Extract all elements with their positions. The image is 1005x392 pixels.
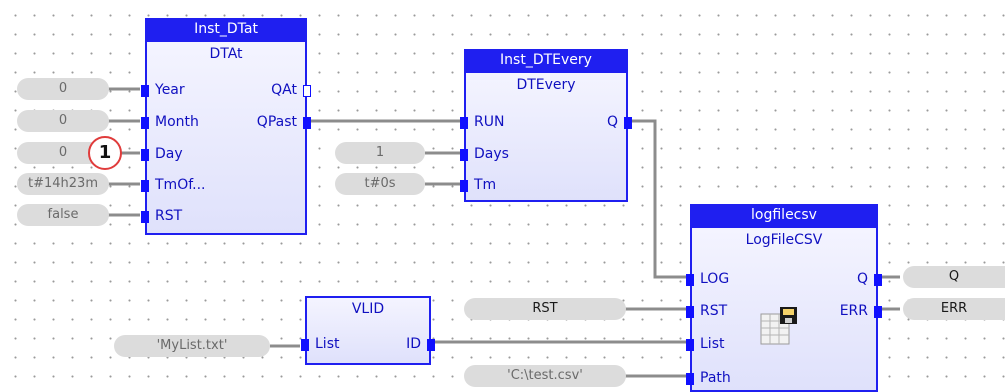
pin-path[interactable]: Path	[700, 370, 731, 386]
annotation-marker: 1	[88, 136, 122, 170]
connector-qpast[interactable]	[303, 117, 311, 129]
connector-run[interactable]	[460, 117, 468, 129]
block-dtevery-instance[interactable]: Inst_DTEvery	[464, 49, 628, 71]
block-vlid-type: VLID	[351, 301, 385, 317]
variable-output-q[interactable]: Q	[903, 266, 1005, 288]
connector-logfile-list[interactable]	[686, 339, 694, 351]
pin-qat[interactable]: QAt	[271, 82, 297, 98]
pin-id[interactable]: ID	[406, 336, 421, 352]
connector-logfile-rst[interactable]	[686, 306, 694, 318]
floppy-disk-table-icon	[760, 307, 797, 345]
block-dtat-instance[interactable]: Inst_DTat	[145, 18, 307, 40]
pin-days[interactable]: Days	[474, 146, 509, 162]
wire-q-log	[630, 119, 686, 279]
variable-month[interactable]: 0	[17, 110, 109, 132]
connector-err[interactable]	[874, 306, 882, 318]
variable-output-err[interactable]: ERR	[903, 298, 1005, 320]
pin-year[interactable]: Year	[155, 82, 185, 98]
connector-tm[interactable]	[460, 180, 468, 192]
variable-mylist[interactable]: 'MyList.txt'	[114, 335, 270, 357]
variable-rst[interactable]: false	[17, 204, 109, 226]
pin-logfile-list[interactable]: List	[700, 336, 725, 352]
variable-path[interactable]: 'C:\test.csv'	[464, 365, 626, 387]
block-logfilecsv-type: LogFileCSV	[745, 232, 823, 248]
block-dtevery[interactable]: Inst_DTEvery DTEvery RUN Days Tm Q	[460, 49, 632, 202]
variable-year[interactable]: 0	[17, 78, 109, 100]
pin-day[interactable]: Day	[155, 146, 183, 162]
connector-path[interactable]	[686, 373, 694, 385]
pin-run[interactable]: RUN	[474, 114, 505, 130]
connector-month[interactable]	[141, 117, 149, 129]
pin-log[interactable]: LOG	[700, 271, 730, 287]
connector-logfile-q[interactable]	[874, 274, 882, 286]
connector-day[interactable]	[141, 149, 149, 161]
connector-tmof[interactable]	[141, 180, 149, 192]
variable-days[interactable]: 1	[335, 142, 425, 164]
block-logfilecsv-instance[interactable]: logfilecsv	[690, 204, 878, 226]
pin-logfile-rst[interactable]: RST	[700, 303, 728, 319]
pin-logfile-q[interactable]: Q	[856, 271, 868, 287]
pin-list[interactable]: List	[315, 336, 340, 352]
variable-tm[interactable]: t#0s	[335, 173, 425, 195]
pin-err[interactable]: ERR	[839, 303, 868, 319]
connector-vlid-list[interactable]	[301, 339, 309, 351]
pin-rst[interactable]: RST	[155, 208, 183, 224]
block-logfilecsv[interactable]: logfilecsv LogFileCSV LOG RST List Path …	[686, 204, 882, 392]
connector-year[interactable]	[141, 85, 149, 97]
connector-qat[interactable]	[303, 85, 311, 97]
connector-rst[interactable]	[141, 211, 149, 223]
block-dtevery-type: DTEvery	[516, 77, 576, 93]
block-dtat[interactable]: Inst_DTat DTAt Year Month Day TmOf... RS…	[141, 18, 311, 235]
block-dtat-type: DTAt	[209, 46, 243, 62]
pin-q[interactable]: Q	[606, 114, 618, 130]
pin-tmof[interactable]: TmOf...	[155, 177, 206, 193]
variable-rst-input[interactable]: RST	[464, 298, 626, 320]
pin-tm[interactable]: Tm	[474, 177, 497, 193]
connector-q[interactable]	[624, 117, 632, 129]
block-vlid[interactable]: VLID List ID	[301, 296, 435, 365]
connector-days[interactable]	[460, 149, 468, 161]
variable-day[interactable]: 0	[17, 142, 109, 164]
connector-vlid-id[interactable]	[427, 339, 435, 351]
variable-tmof[interactable]: t#14h23m	[17, 173, 109, 195]
pin-qpast[interactable]: QPast	[256, 114, 297, 130]
pin-month[interactable]: Month	[155, 114, 199, 130]
connector-log[interactable]	[686, 274, 694, 286]
